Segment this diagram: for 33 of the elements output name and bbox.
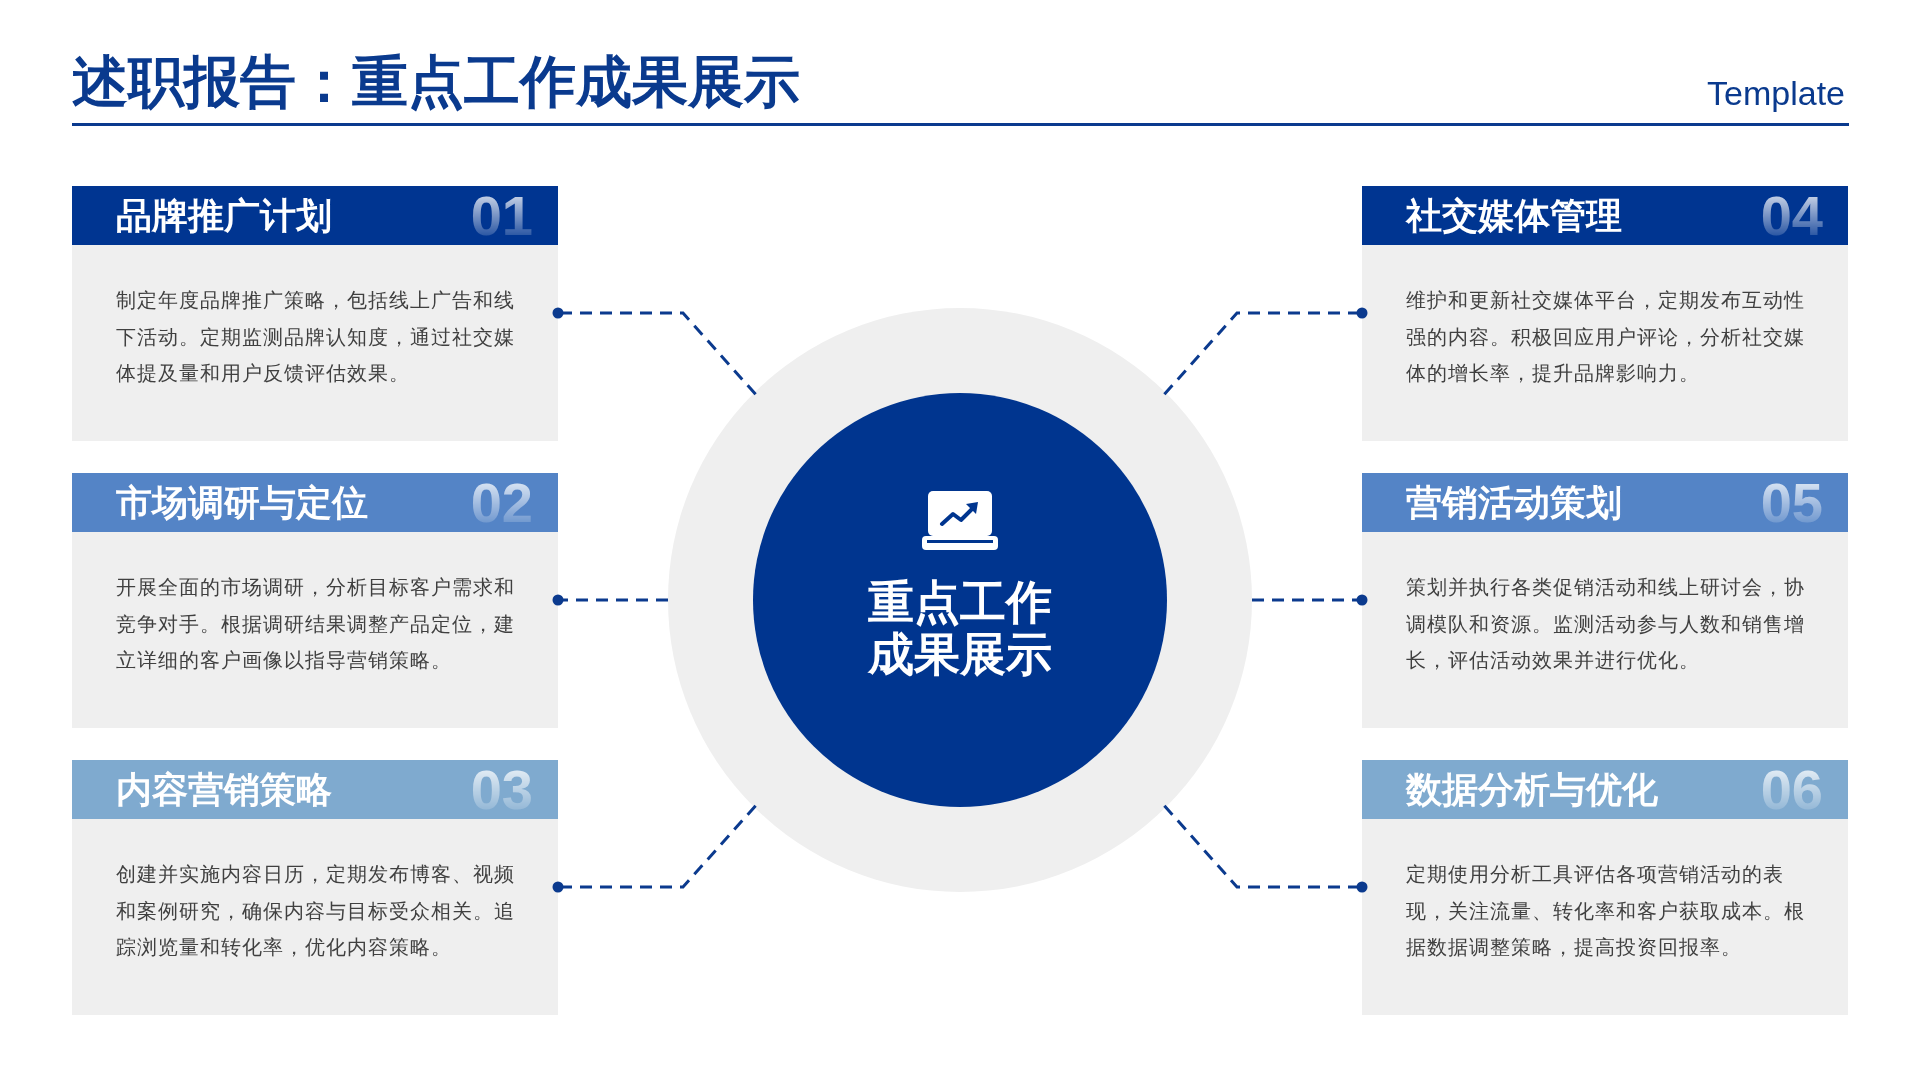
dashed-connector bbox=[1252, 594, 1368, 606]
card-heading: 营销活动策划 bbox=[1406, 481, 1622, 525]
info-card bbox=[1362, 760, 1848, 1015]
step-number: 02 bbox=[470, 475, 533, 531]
card-description: 开展全面的市场调研，分析目标客户需求和竞争对手。根据调研结果调整产品定位，建立详细的客户画像以指导营销策略。 bbox=[116, 575, 516, 673]
info-card bbox=[1362, 473, 1848, 728]
card-heading: 数据分析与优化 bbox=[1406, 768, 1658, 812]
card-description: 创建并实施内容日历，定期发布博客、视频和案例研究，确保内容与目标受众相关。追踪浏览量和转化率，优化内容策略。 bbox=[116, 862, 516, 960]
step-number: 06 bbox=[1760, 762, 1823, 818]
step-number: 05 bbox=[1760, 475, 1823, 531]
info-card bbox=[1362, 186, 1848, 441]
step-number: 04 bbox=[1760, 188, 1823, 244]
step-number: 03 bbox=[470, 762, 533, 818]
card-description: 策划并执行各类促销活动和线上研讨会，协调模队和资源。监测活动参与人数和销售增长，评估活动效果并进行优化。 bbox=[1406, 575, 1806, 673]
info-card bbox=[72, 760, 558, 1015]
card-heading: 社交媒体管理 bbox=[1406, 194, 1622, 238]
header-tagline: Template bbox=[1707, 73, 1845, 113]
card-heading: 内容营销策略 bbox=[116, 768, 332, 812]
card-heading: 品牌推广计划 bbox=[116, 194, 332, 238]
dashed-connector bbox=[1163, 804, 1368, 893]
card-description: 维护和更新社交媒体平台，定期发布互动性强的内容。积极回应用户评论，分析社交媒体的增长率，提升品牌影响力。 bbox=[1406, 288, 1806, 386]
info-card bbox=[72, 473, 558, 728]
card-heading: 市场调研与定位 bbox=[116, 481, 368, 525]
dashed-connector bbox=[552, 594, 668, 606]
info-card bbox=[72, 186, 558, 441]
step-number: 01 bbox=[470, 188, 533, 244]
dashed-connector bbox=[552, 307, 757, 396]
center-heading: 重点工作成果展示 bbox=[866, 576, 1053, 680]
dashed-connector bbox=[1163, 307, 1368, 396]
dashed-connector bbox=[552, 804, 757, 893]
page-title: 述职报告：重点工作成果展示 bbox=[72, 50, 800, 114]
card-description: 定期使用分析工具评估各项营销活动的表现，关注流量、转化率和客户获取成本。根据数据调整策略，提高投资回报率。 bbox=[1406, 862, 1806, 960]
card-description: 制定年度品牌推广策略，包括线上广告和线下活动。定期监测品牌认知度，通过社交媒体提及量和用户反馈评估效果。 bbox=[116, 288, 516, 386]
